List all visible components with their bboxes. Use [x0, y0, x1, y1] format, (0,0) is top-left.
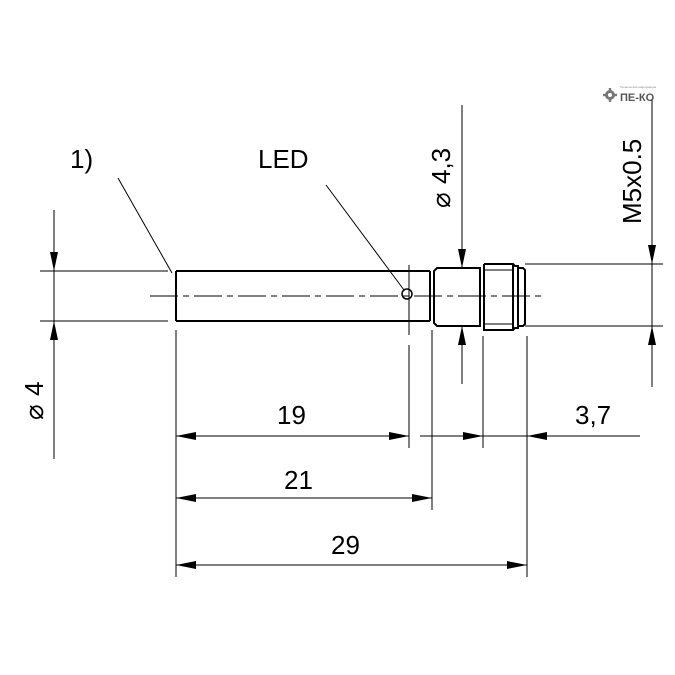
gear-icon — [603, 88, 617, 102]
diameter-symbol-body: ⌀ — [19, 404, 49, 420]
dimension-diameter-4-3-label: 4,3 — [426, 148, 456, 184]
dimension-lines — [50, 100, 656, 569]
dimension-21-label: 21 — [284, 465, 313, 495]
callout-led-label: LED — [258, 144, 309, 174]
extension-lines — [40, 105, 663, 577]
dimension-diameter-4-label: 4 — [19, 382, 49, 396]
dimension-labels: 1) LED 19 3,7 21 29 ⌀ 4 ⌀ 4,3 M5x0.5 — [19, 139, 647, 560]
logo-subtext: Техническая информация — [620, 85, 657, 89]
dimension-29-label: 29 — [331, 530, 360, 560]
diameter-symbol-thread: ⌀ — [426, 192, 456, 208]
callout-note-label: 1) — [70, 144, 93, 174]
logo-text: ПЕ-КО — [620, 92, 655, 104]
company-logo: Техническая информация ПЕ-КО — [603, 85, 657, 104]
dimension-3-7-label: 3,7 — [575, 400, 611, 430]
dimension-thread-spec-label: M5x0.5 — [617, 139, 647, 224]
dimension-19-label: 19 — [277, 400, 306, 430]
sensor-body — [150, 263, 545, 331]
led-indicator — [401, 288, 413, 300]
